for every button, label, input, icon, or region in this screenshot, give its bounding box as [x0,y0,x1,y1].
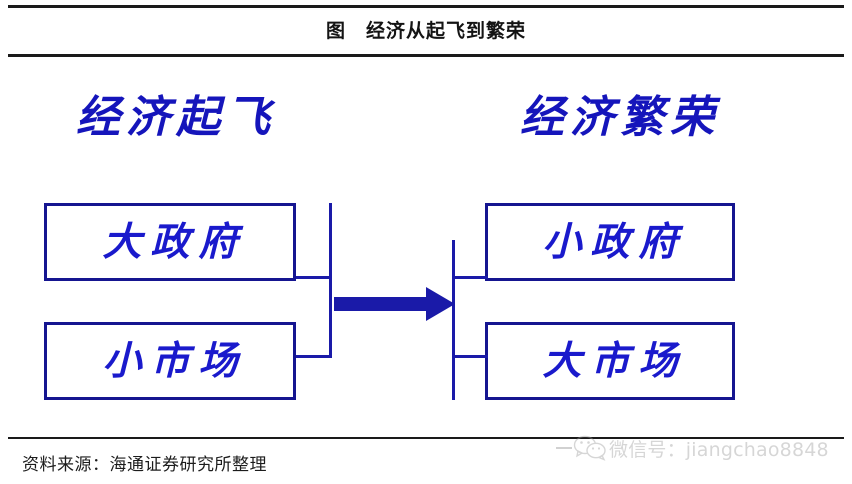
stage-heading-left: 经济起飞 [76,92,276,143]
source-note: 资料来源：海通证券研究所整理 [22,455,267,475]
concept-box-left-bottom[interactable]: 小市场 [44,322,296,400]
connector-left-bottom-stub [296,355,332,358]
concept-box-label: 小市场 [102,338,247,384]
watermark-dash [556,447,572,449]
connector-right-bottom-cap [452,355,455,400]
connector-right-vertical [452,240,455,358]
concept-box-label: 小政府 [542,219,687,265]
footer-rule [8,437,844,439]
concept-box-label: 大政府 [102,219,247,265]
concept-box-label: 大市场 [542,338,687,384]
concept-box-left-top[interactable]: 大政府 [44,203,296,281]
stage-heading-right: 经济繁荣 [520,92,720,143]
connector-left-top-cap [329,203,332,243]
header-top-rule [8,5,844,8]
header-bottom-rule [8,54,844,57]
concept-box-right-bottom[interactable]: 大市场 [485,322,735,400]
connector-right-top-stub [452,276,488,279]
connector-left-vertical [329,240,332,358]
figure-title: 图 经济从起飞到繁荣 [325,20,526,42]
connector-left-top-stub [296,276,332,279]
connector-right-bottom-stub [452,355,488,358]
concept-box-right-top[interactable]: 小政府 [485,203,735,281]
transition-arrow [334,286,456,322]
